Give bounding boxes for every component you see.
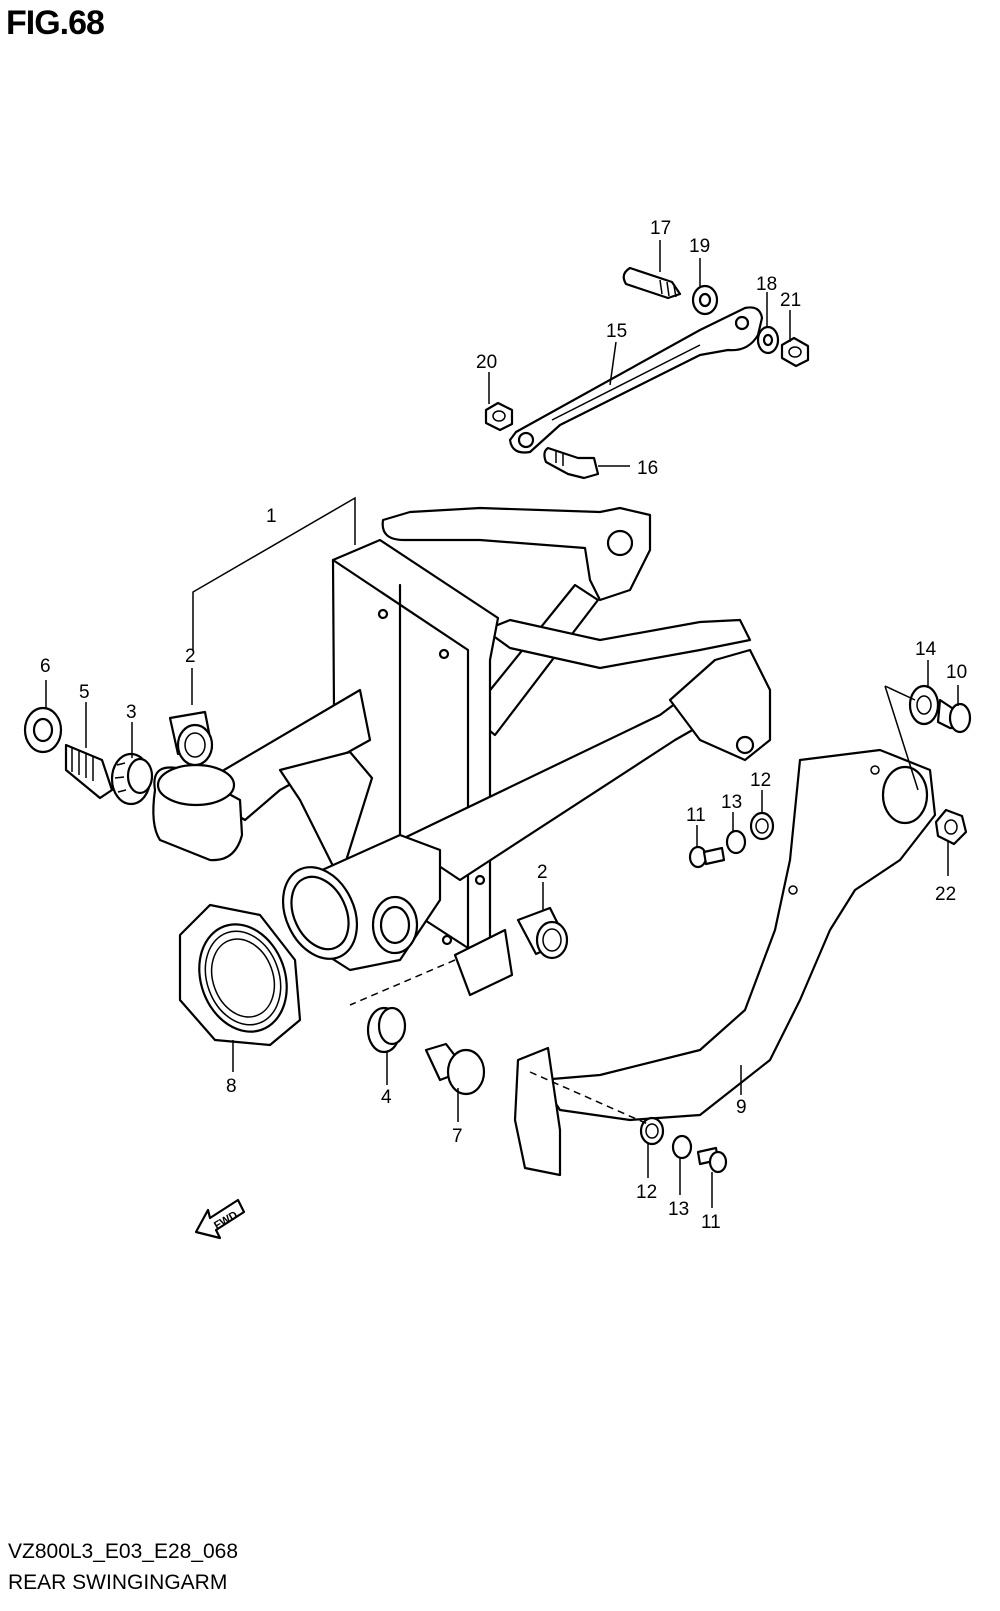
callout-16: 16	[637, 458, 658, 479]
bearing-4	[366, 1006, 407, 1054]
bolt-17	[622, 266, 682, 300]
bolt-11-lower	[696, 1146, 728, 1174]
callout-2: 2	[537, 862, 548, 883]
callout-11: 11	[686, 805, 706, 826]
callout-18: 18	[756, 274, 777, 295]
spacer-13-upper	[725, 829, 747, 855]
callout-8: 8	[226, 1076, 237, 1097]
fwd-arrow-icon: FWD	[194, 1198, 246, 1240]
spacer-13-lower	[671, 1134, 693, 1160]
callout-14: 14	[915, 639, 937, 660]
torque-link-15	[508, 306, 764, 454]
callout-12: 12	[636, 1182, 657, 1203]
washer-18	[756, 325, 780, 355]
callout-22: 22	[935, 884, 956, 905]
callout-11: 11	[701, 1212, 721, 1233]
boot-8	[178, 903, 302, 1047]
callout-13: 13	[668, 1199, 689, 1220]
collar-14	[908, 684, 940, 726]
callout-13: 13	[721, 792, 742, 813]
callout-2: 2	[185, 646, 196, 667]
figure-code: VZ800L3_E03_E28_068	[8, 1540, 239, 1563]
cap-22	[934, 808, 968, 846]
bolt-11-upper	[688, 845, 726, 869]
figure-title: FIG.68	[6, 4, 105, 42]
plug-7	[424, 1042, 486, 1096]
callout-15: 15	[606, 321, 627, 342]
callout-7: 7	[452, 1126, 463, 1147]
callout-17: 17	[650, 218, 671, 239]
callout-9: 9	[736, 1097, 747, 1118]
callout-5: 5	[79, 682, 90, 703]
figure-name: REAR SWINGINGARM	[8, 1571, 228, 1594]
fwd-label: FWD	[212, 1209, 240, 1232]
bearing-3	[110, 752, 154, 806]
nut-20	[484, 401, 514, 432]
swingarm-1	[152, 506, 772, 997]
nut-21	[780, 336, 810, 368]
callout-21: 21	[780, 290, 801, 311]
cap-6	[23, 706, 63, 754]
leader-1	[192, 496, 356, 650]
callout-12: 12	[750, 770, 771, 791]
assembly-line	[529, 1071, 651, 1126]
washer-19	[691, 284, 719, 316]
callout-10: 10	[946, 662, 967, 683]
callout-19: 19	[689, 236, 710, 257]
callout-20: 20	[476, 352, 497, 373]
bearing-2-lower	[516, 906, 569, 960]
bush-12-upper	[749, 811, 775, 841]
bolt-16	[543, 446, 600, 480]
leader	[884, 685, 919, 791]
pivot-shaft-5	[64, 743, 114, 800]
arm-9	[513, 748, 937, 1177]
callout-6: 6	[40, 656, 51, 677]
callout-3: 3	[126, 702, 137, 723]
callout-4: 4	[381, 1087, 392, 1108]
callout-1: 1	[266, 506, 277, 527]
bolt-10	[936, 698, 972, 734]
bush-12-lower	[639, 1116, 665, 1146]
bearing-2-upper	[168, 710, 214, 767]
